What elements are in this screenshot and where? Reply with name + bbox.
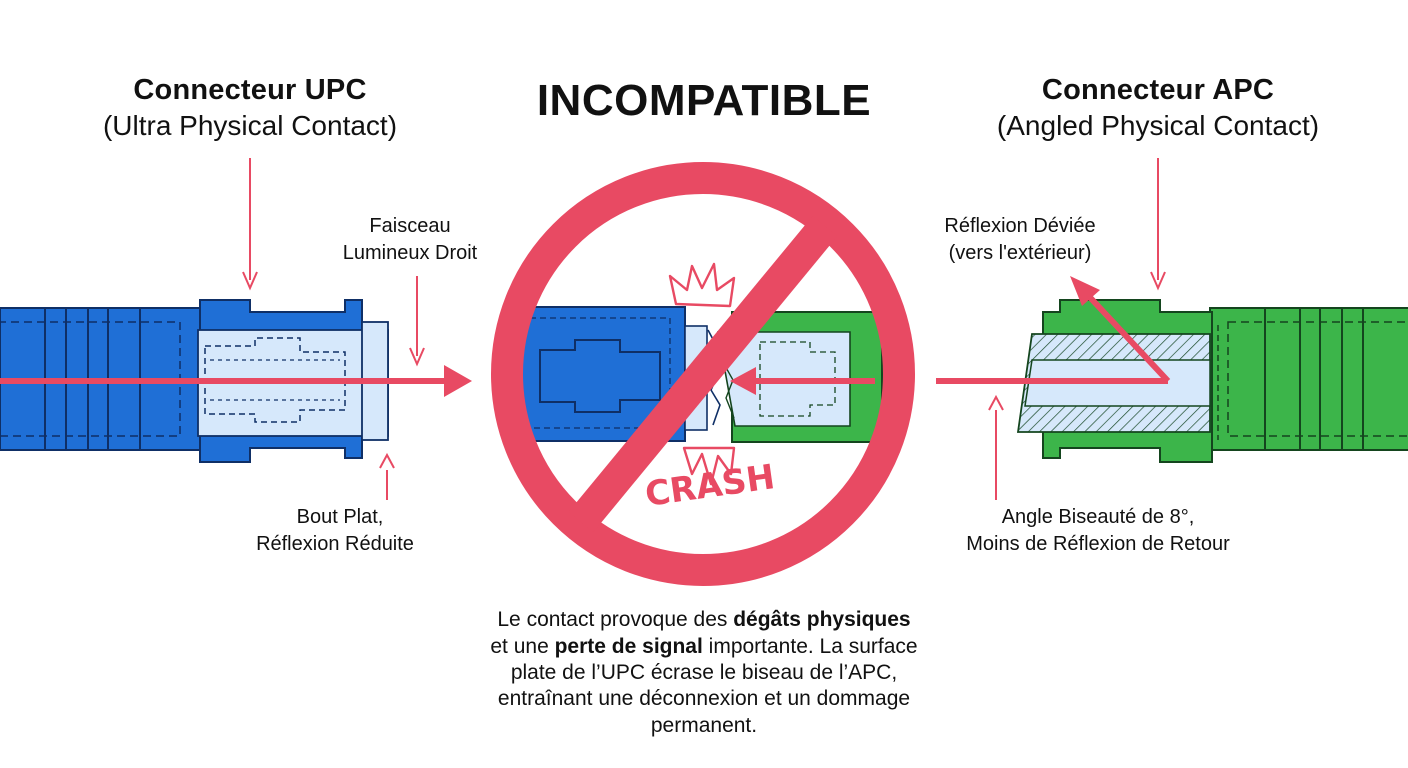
upc-title: Connecteur UPC <box>133 74 367 106</box>
upc-beam-label-line1: Faisceau <box>369 215 451 237</box>
collision-burst-icon <box>682 446 736 486</box>
upc-beam-label-line2: Lumineux Droit <box>342 242 478 264</box>
prohibition-icon <box>491 162 915 586</box>
center-title: INCOMPATIBLE <box>536 76 872 125</box>
apc-light-beam-arrows <box>936 276 1171 384</box>
upc-tip-label-line2: Réflexion Réduite <box>256 533 414 555</box>
description-text: Le contact provoque des <box>497 608 734 631</box>
description-line1: Le contact provoque des dégâts physiques <box>404 607 1004 633</box>
description-emphasis: dégâts physiques <box>733 608 911 631</box>
description-line3: plate de l’UPC écrase le biseau de l’APC… <box>510 661 898 684</box>
upc-light-beam-arrow <box>0 365 472 397</box>
description-line4: entraînant une déconnexion et un dommage <box>497 687 911 710</box>
upc-tip-label-line1: Bout Plat, <box>296 506 384 528</box>
description-line2: et une perte de signal importante. La su… <box>404 634 1004 660</box>
apc-subtitle: (Angled Physical Contact) <box>996 110 1320 141</box>
apc-cable-body <box>1209 307 1408 451</box>
description-text: et une <box>490 635 555 658</box>
description-emphasis: perte de signal <box>554 635 703 658</box>
apc-reflection-label-line1: Réflexion Déviée <box>944 215 1096 237</box>
apc-title: Connecteur APC <box>1041 74 1275 106</box>
upc-subtitle: (Ultra Physical Contact) <box>102 110 398 141</box>
description-line5: permanent. <box>650 714 758 737</box>
left-pointer-arrows <box>242 158 425 500</box>
apc-angle-label-line1: Angle Biseauté de 8°, <box>1001 506 1195 528</box>
apc-angle-label-line2: Moins de Réflexion de Retour <box>966 533 1230 555</box>
apc-reflection-label-line2: (vers l'extérieur) <box>948 242 1092 264</box>
right-pointer-arrows <box>988 158 1166 500</box>
collision-burst-icon <box>668 262 736 308</box>
description-text: importante. La surface <box>702 635 918 658</box>
